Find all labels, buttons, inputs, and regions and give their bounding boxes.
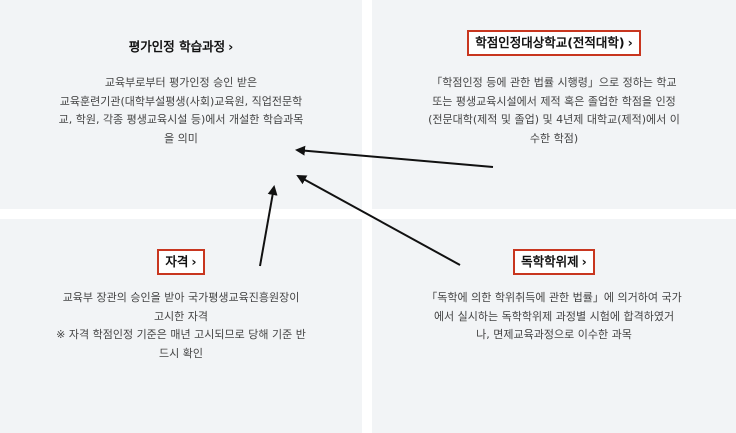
desc-line: 「학점인정 등에 관한 법률 시행령」으로 정하는 학교 bbox=[431, 76, 677, 89]
desc-line: 교육부 장관의 승인을 받아 국가평생교육진흥원장이 bbox=[62, 291, 300, 304]
desc-line: 드시 확인 bbox=[159, 346, 203, 360]
link-label: 자격 bbox=[165, 254, 189, 269]
desc-line: 교육훈련기관(대학부설평생(사회)교육원, 직업전문학 bbox=[59, 94, 303, 108]
panel-description: 교육부로부터 평가인정 승인 받은 교육훈련기관(대학부설평생(사회)교육원, … bbox=[20, 74, 342, 148]
desc-line: ※ 자격 학점인정 기준은 매년 고시되므로 당해 기준 반 bbox=[56, 328, 306, 341]
panel-certification: 자격› 교육부 장관의 승인을 받아 국가평생교육진흥원장이 고시한 자격 ※ … bbox=[0, 219, 362, 433]
chevron-right-icon: › bbox=[627, 35, 633, 50]
link-label: 학점인정대상학교(전적대학) bbox=[475, 35, 625, 50]
panel-evaluation-course: 평가인정 학습과정› 교육부로부터 평가인정 승인 받은 교육훈련기관(대학부설… bbox=[0, 0, 362, 209]
panel-self-study-degree: 독학학위제› 「독학에 의한 학위취득에 관한 법률」에 의거하여 국가 에서 … bbox=[372, 219, 736, 433]
desc-line: 을 의미 bbox=[164, 131, 198, 145]
panel-eligible-school: 학점인정대상학교(전적대학)› 「학점인정 등에 관한 법률 시행령」으로 정하… bbox=[372, 0, 736, 209]
desc-line: 「독학에 의한 학위취득에 관한 법률」에 의거하여 국가 bbox=[426, 291, 682, 304]
link-label: 평가인정 학습과정 bbox=[128, 39, 226, 54]
desc-line: 에서 실시하는 독학학위제 과정별 시험에 합격하였거 bbox=[433, 309, 675, 323]
panel-title-evaluation-course[interactable]: 평가인정 학습과정› bbox=[0, 36, 362, 58]
panel-title-certification[interactable]: 자격› bbox=[0, 249, 362, 275]
chevron-right-icon: › bbox=[191, 254, 197, 269]
link-eligible-school[interactable]: 학점인정대상학교(전적대학)› bbox=[467, 30, 641, 56]
chevron-right-icon: › bbox=[581, 254, 587, 269]
panel-title-eligible-school[interactable]: 학점인정대상학교(전적대학)› bbox=[372, 30, 736, 56]
link-certification[interactable]: 자격› bbox=[157, 249, 205, 275]
panel-description: 「학점인정 등에 관한 법률 시행령」으로 정하는 학교 또는 평생교육시설에서… bbox=[390, 74, 718, 148]
desc-line: 교육부로부터 평가인정 승인 받은 bbox=[104, 76, 258, 89]
desc-line: 나, 면제교육과정으로 이수한 과목 bbox=[476, 328, 632, 341]
link-label: 독학학위제 bbox=[521, 254, 579, 269]
desc-line: (전문대학(제적 및 졸업) 및 4년제 대학교(제적)에서 이 bbox=[428, 113, 680, 126]
desc-line: 교, 학원, 각종 평생교육시설 등)에서 개설한 학습과목 bbox=[58, 113, 304, 126]
panel-title-self-study-degree[interactable]: 독학학위제› bbox=[372, 249, 736, 275]
link-evaluation-course[interactable]: 평가인정 학습과정› bbox=[123, 36, 240, 58]
panel-description: 「독학에 의한 학위취득에 관한 법률」에 의거하여 국가 에서 실시하는 독학… bbox=[392, 289, 716, 345]
panel-description: 교육부 장관의 승인을 받아 국가평생교육진흥원장이 고시한 자격 ※ 자격 학… bbox=[16, 289, 346, 363]
desc-line: 고시한 자격 bbox=[153, 309, 209, 323]
desc-line: 수한 학점) bbox=[529, 131, 579, 145]
chevron-right-icon: › bbox=[228, 39, 234, 54]
desc-line: 또는 평생교육시설에서 제적 혹은 졸업한 학점을 인정 bbox=[432, 94, 676, 108]
link-self-study-degree[interactable]: 독학학위제› bbox=[513, 249, 595, 275]
